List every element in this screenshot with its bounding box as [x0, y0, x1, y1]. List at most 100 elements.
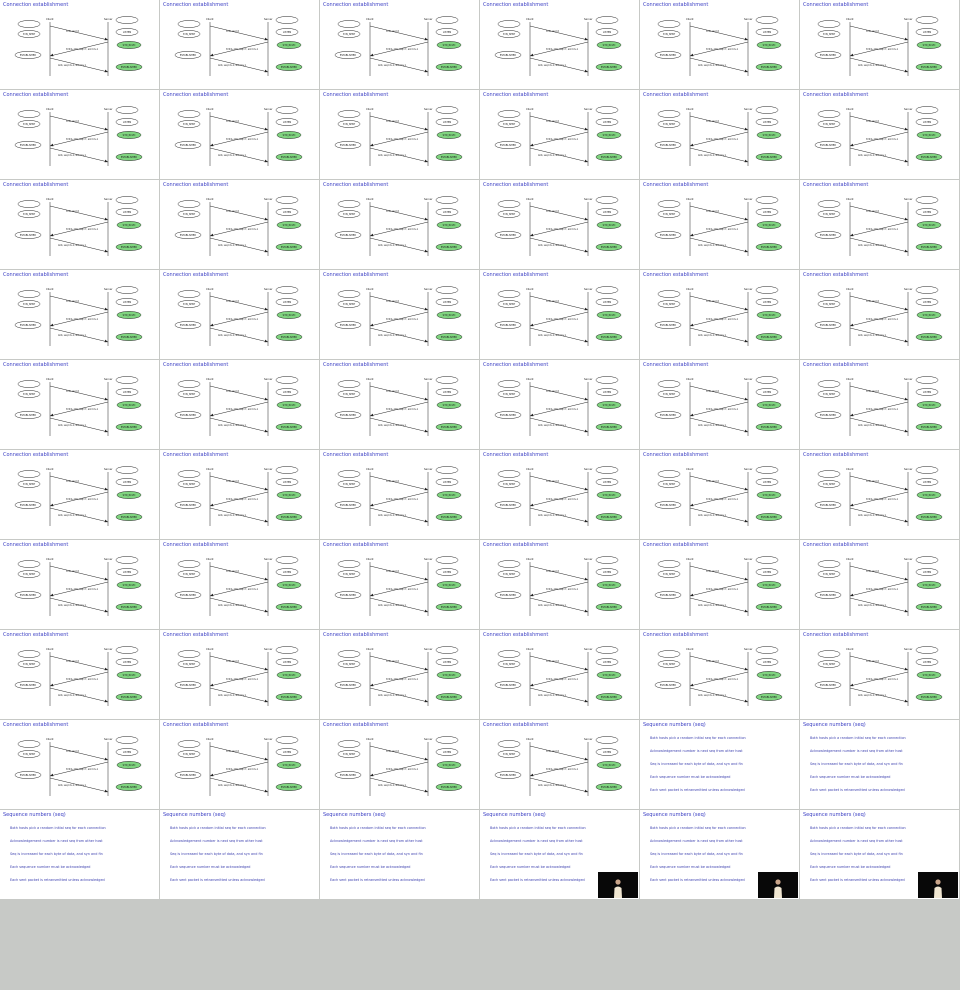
ack-message: ACK, seq=X+1, ack=Y+1 [698, 424, 726, 427]
slide-thumbnail-connection[interactable]: Connection establishment Client Server S… [640, 0, 799, 89]
slide-thumbnail-connection[interactable]: Connection establishment Client Server S… [640, 630, 799, 719]
slide-title: Connection establishment [163, 722, 229, 728]
slide-thumbnail-connection[interactable]: Connection establishment Client Server S… [160, 450, 319, 539]
slide-thumbnail-sequence[interactable]: Sequence numbers (seq) Both hosts pick a… [480, 810, 639, 899]
slide-thumbnail-connection[interactable]: Connection establishment Client Server S… [0, 450, 159, 539]
bullet-item: Acknowledgement number is next seq from … [810, 839, 903, 843]
slide-title: Sequence numbers (seq) [483, 812, 546, 818]
server-listen-state [595, 478, 619, 486]
slide-thumbnail-connection[interactable]: Connection establishment Client Server S… [800, 0, 959, 89]
slide-thumbnail-connection[interactable]: Connection establishment Client Server S… [800, 270, 959, 359]
handshake-diagram: Client Server SYN_SENT ESTABLISHED LISTE… [334, 106, 463, 166]
synack-message: SYN & ACK, seq=Y, ack=X+1 [546, 318, 579, 321]
listen-label: LISTEN [283, 661, 292, 664]
slide-thumbnail-connection[interactable]: Connection establishment Client Server S… [640, 180, 799, 269]
slide-thumbnail-connection[interactable]: Connection establishment Client Server S… [320, 720, 479, 809]
slide-thumbnail-connection[interactable]: Connection establishment Client Server S… [800, 630, 959, 719]
synack-message: SYN & ACK, seq=Y, ack=X+1 [546, 588, 579, 591]
server-closed-state [115, 106, 139, 114]
slide-thumbnail-connection[interactable]: Connection establishment Client Server S… [160, 90, 319, 179]
slide-thumbnail-connection[interactable]: Connection establishment Client Server S… [0, 90, 159, 179]
slide-thumbnail-connection[interactable]: Connection establishment Client Server S… [0, 0, 159, 89]
syn-arrow [529, 25, 589, 41]
server-established-label: ESTABLISHED [441, 516, 457, 519]
slide-thumbnail-sequence[interactable]: Sequence numbers (seq) Both hosts pick a… [800, 810, 959, 899]
slide-thumbnail-connection[interactable]: Connection establishment Client Server S… [160, 180, 319, 269]
slide-thumbnail-connection[interactable]: Connection establishment Client Server S… [480, 0, 639, 89]
slide-thumbnail-sequence[interactable]: Sequence numbers (seq) Both hosts pick a… [640, 720, 799, 809]
syn-arrow [529, 115, 589, 131]
slide-thumbnail-sequence[interactable]: Sequence numbers (seq) Both hosts pick a… [640, 810, 799, 899]
slide-thumbnail-connection[interactable]: Connection establishment Client Server S… [480, 720, 639, 809]
slide-thumbnail-connection[interactable]: Connection establishment Client Server S… [320, 0, 479, 89]
slide-thumbnail-connection[interactable]: Connection establishment Client Server S… [0, 540, 159, 629]
syn-message: SYN, seq=X [386, 480, 399, 483]
slide-thumbnail-connection[interactable]: Connection establishment Client Server S… [480, 360, 639, 449]
slide-thumbnail-connection[interactable]: Connection establishment Client Server S… [0, 360, 159, 449]
slide-thumbnail-connection[interactable]: Connection establishment Client Server S… [480, 90, 639, 179]
slide-title: Sequence numbers (seq) [163, 812, 226, 818]
server-syn-rcvd-state [436, 41, 462, 49]
slide-thumbnail-connection[interactable]: Connection establishment Client Server S… [640, 450, 799, 539]
slide-thumbnail-connection[interactable]: Connection establishment Client Server S… [0, 270, 159, 359]
server-label: Server [744, 467, 753, 471]
slide-thumbnail-sequence[interactable]: Sequence numbers (seq) Both hosts pick a… [320, 810, 479, 899]
ack-arrow-head [904, 249, 908, 253]
synack-arrow-head [530, 323, 534, 327]
client-established-label: ESTABLISHED [660, 324, 676, 327]
slide-thumbnail-connection[interactable]: Connection establishment Client Server S… [640, 270, 799, 359]
client-established-label: ESTABLISHED [340, 54, 356, 57]
slide-thumbnail-connection[interactable]: Connection establishment Client Server S… [160, 540, 319, 629]
slide-thumbnail-connection[interactable]: Connection establishment Client Server S… [800, 540, 959, 629]
slide-thumbnail-connection[interactable]: Connection establishment Client Server S… [320, 270, 479, 359]
slide-thumbnail-connection[interactable]: Connection establishment Client Server S… [160, 270, 319, 359]
slide-thumbnail-connection[interactable]: Connection establishment Client Server S… [320, 630, 479, 719]
slide-thumbnail-sequence[interactable]: Sequence numbers (seq) Both hosts pick a… [160, 810, 319, 899]
syn-arrow-head [584, 397, 588, 401]
listen-label: LISTEN [443, 751, 452, 754]
server-listen-state [755, 208, 779, 216]
slide-thumbnail-connection[interactable]: Connection establishment Client Server S… [160, 630, 319, 719]
slide-title: Connection establishment [643, 92, 709, 98]
ack-arrow-head [904, 69, 908, 73]
slide-thumbnail-connection[interactable]: Connection establishment Client Server S… [0, 180, 159, 269]
server-label: Server [904, 377, 913, 381]
slide-thumbnail-connection[interactable]: Connection establishment Client Server S… [320, 180, 479, 269]
slide-thumbnail-connection[interactable]: Connection establishment Client Server S… [480, 180, 639, 269]
slide-thumbnail-connection[interactable]: Connection establishment Client Server S… [480, 540, 639, 629]
slide-thumbnail-connection[interactable]: Connection establishment Client Server S… [160, 0, 319, 89]
syn-arrow-head [264, 577, 268, 581]
slide-thumbnail-connection[interactable]: Connection establishment Client Server S… [480, 630, 639, 719]
ack-arrow [369, 147, 429, 163]
slide-thumbnail-connection[interactable]: Connection establishment Client Server S… [800, 360, 959, 449]
client-established-state [494, 771, 522, 779]
slide-thumbnail-connection[interactable]: Connection establishment Client Server S… [320, 450, 479, 539]
syn-message: SYN, seq=X [706, 660, 719, 663]
ack-message: ACK, seq=X+1, ack=Y+1 [378, 244, 406, 247]
slide-thumbnail-connection[interactable]: Connection establishment Client Server S… [800, 180, 959, 269]
slide-thumbnail-connection[interactable]: Connection establishment Client Server S… [480, 450, 639, 539]
slide-thumbnail-connection[interactable]: Connection establishment Client Server S… [0, 630, 159, 719]
slide-thumbnail-connection[interactable]: Connection establishment Client Server S… [800, 450, 959, 539]
slide-thumbnail-connection[interactable]: Connection establishment Client Server S… [0, 720, 159, 809]
slide-thumbnail-connection[interactable]: Connection establishment Client Server S… [480, 270, 639, 359]
listen-label: LISTEN [123, 211, 132, 214]
ack-arrow [369, 597, 429, 613]
slide-thumbnail-connection[interactable]: Connection establishment Client Server S… [160, 720, 319, 809]
slide-thumbnail-sequence[interactable]: Sequence numbers (seq) Both hosts pick a… [800, 720, 959, 809]
slide-thumbnail-connection[interactable]: Connection establishment Client Server S… [640, 540, 799, 629]
slide-thumbnail-connection[interactable]: Connection establishment Client Server S… [320, 90, 479, 179]
slide-thumbnail-sequence[interactable]: Sequence numbers (seq) Both hosts pick a… [0, 810, 159, 899]
slide-thumbnail-connection[interactable]: Connection establishment Client Server S… [640, 360, 799, 449]
slide-thumbnail-connection[interactable]: Connection establishment Client Server S… [640, 90, 799, 179]
server-closed-state [275, 106, 299, 114]
slide-thumbnail-connection[interactable]: Connection establishment Client Server S… [320, 360, 479, 449]
ack-message: ACK, seq=X+1, ack=Y+1 [538, 334, 566, 337]
client-syn-sent-state [17, 660, 41, 668]
listen-label: LISTEN [443, 301, 452, 304]
slide-thumbnail-connection[interactable]: Connection establishment Client Server S… [800, 90, 959, 179]
synack-arrow-head [850, 683, 854, 687]
slide-thumbnail-connection[interactable]: Connection establishment Client Server S… [320, 540, 479, 629]
server-established-state [755, 153, 783, 161]
slide-thumbnail-connection[interactable]: Connection establishment Client Server S… [160, 360, 319, 449]
